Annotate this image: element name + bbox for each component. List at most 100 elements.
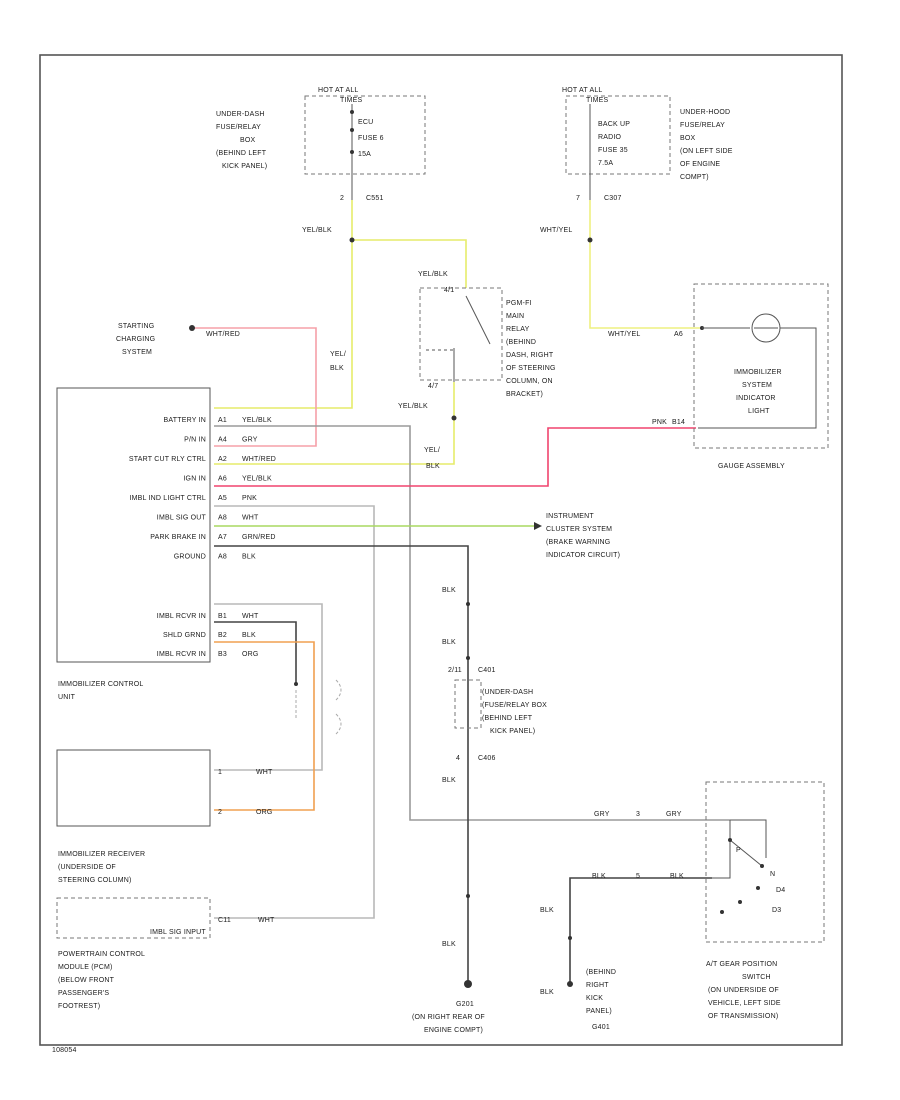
ud2-1: (UNDER-DASH <box>482 689 533 696</box>
blk-label-3: BLK <box>442 777 456 784</box>
gauge-assembly-label: GAUGE ASSEMBLY <box>718 463 785 470</box>
ecu-fuse-box <box>304 95 426 175</box>
underhood-5: OF ENGINE <box>680 161 720 168</box>
yel-blk-ign-splice <box>451 415 457 421</box>
imm-pin-number: A2 <box>218 456 227 463</box>
blk-dot-3 <box>466 894 470 898</box>
blk-label-7: BLK <box>540 907 554 914</box>
c406-label: C406 <box>478 755 496 762</box>
pgm-5: DASH, RIGHT <box>506 352 554 359</box>
wire-pnk <box>214 427 696 487</box>
imm-pin-number: A5 <box>218 495 227 502</box>
at-switch-arm <box>729 839 763 867</box>
blk-label-5: BLK <box>592 873 606 880</box>
pgm-7: COLUMN, ON <box>506 378 553 385</box>
at-contact-2 <box>760 864 764 868</box>
pgm-4: (BEHIND <box>506 339 536 346</box>
pgm-switch-arm <box>465 295 491 345</box>
underhood-1: UNDER-HOOD <box>680 109 730 116</box>
imm-pin-number: A4 <box>218 437 227 444</box>
at-3: (ON UNDERSIDE OF <box>708 987 779 994</box>
inst-4: INDICATOR CIRCUIT) <box>546 552 620 559</box>
blk-label-4: BLK <box>442 941 456 948</box>
ud2-2: (FUSE/RELAY BOX <box>482 702 547 709</box>
blk-dot-2 <box>466 656 470 660</box>
sw-p: P <box>736 847 741 854</box>
backup-2: RADIO <box>598 134 622 141</box>
c401-label: C401 <box>478 667 496 674</box>
backup-3: FUSE 35 <box>598 147 628 154</box>
blk-label-1: BLK <box>442 587 456 594</box>
c307-label: C307 <box>604 195 622 202</box>
gauge-4: LIGHT <box>748 408 770 415</box>
pgm-1: PGM-FI <box>506 300 532 307</box>
imm-pin-name: P/N IN <box>184 437 206 444</box>
yel-label-2: BLK <box>330 365 344 372</box>
underhood-4: (ON LEFT SIDE <box>680 148 733 155</box>
ecu-fuse-dot-2 <box>350 128 354 132</box>
ecu-fuse-dot-3 <box>350 150 354 154</box>
shield-loop <box>295 679 342 735</box>
c307-pin: 7 <box>576 195 580 202</box>
g401-1: (BEHIND <box>586 969 616 976</box>
underhood-6: COMPT) <box>680 174 709 181</box>
blk-label-2: BLK <box>442 639 456 646</box>
ecu-fuse-label-1: ECU <box>358 119 373 126</box>
pcm-4: PASSENGER'S <box>58 990 109 997</box>
g201-dot <box>464 980 472 988</box>
g401-dot <box>567 981 573 987</box>
rcvr-org: ORG <box>256 809 273 816</box>
blk-at-dot <box>568 936 572 940</box>
wire-wht-red <box>192 327 317 447</box>
grn-red-arrow <box>534 522 542 530</box>
imm-wire-color: ORG <box>242 651 259 658</box>
imm-pin-name: IMBL RCVR IN <box>157 613 206 620</box>
pcm-in: IMBL SIG INPUT <box>150 929 206 936</box>
pcm-pin: C11 <box>218 917 231 924</box>
g201-label: G201 <box>456 1001 474 1008</box>
imm-pin-name: IMBL SIG OUT <box>157 515 207 522</box>
yel-label-1: YEL/ <box>330 351 346 358</box>
wire-blk-at <box>569 877 712 984</box>
pcm-unit-2: UNIT <box>58 694 76 701</box>
yel-blk-label-1: YEL/BLK <box>302 227 332 234</box>
imm-wire-color: YEL/BLK <box>242 476 272 483</box>
pgm-3: RELAY <box>506 326 530 333</box>
underhood-3: BOX <box>680 135 696 142</box>
at-2: SWITCH <box>742 974 771 981</box>
pcm-wht: WHT <box>258 917 275 924</box>
rcvr-wht: WHT <box>256 769 273 776</box>
gauge-pnk: PNK <box>652 419 667 426</box>
imm-pin-number: A7 <box>218 534 227 541</box>
pgm-2: MAIN <box>506 313 524 320</box>
yel-blk-label-3: YEL/BLK <box>398 403 428 410</box>
underdash-1: UNDER-DASH <box>216 111 265 118</box>
gauge-pin: B14 <box>672 419 685 426</box>
blk-label-8: BLK <box>540 989 554 996</box>
pcm-1: POWERTRAIN CONTROL <box>58 951 145 958</box>
rcvr-3: STEERING COLUMN) <box>58 877 132 884</box>
gauge-return <box>698 327 817 429</box>
pcm-box <box>56 897 211 939</box>
yel-label-4: BLK <box>426 463 440 470</box>
inst-1: INSTRUMENT <box>546 513 594 520</box>
at-5: OF TRANSMISSION) <box>708 1013 778 1020</box>
imm-pin-number: A8 <box>218 554 227 561</box>
underdash-2: FUSE/RELAY <box>216 124 261 131</box>
at-4: VEHICLE, LEFT SIDE <box>708 1000 781 1007</box>
at-switch-box <box>705 781 825 943</box>
gauge-3: INDICATOR <box>736 395 776 402</box>
imm-pin-number: A8 <box>218 515 227 522</box>
imm-pin-name: START CUT RLY CTRL <box>129 456 206 463</box>
c551-pin: 2 <box>340 195 344 202</box>
pcm-3: (BELOW FRONT <box>58 977 115 984</box>
inst-2: CLUSTER SYSTEM <box>546 526 612 533</box>
gry-label-1: GRY <box>594 811 610 818</box>
g401-label: G401 <box>592 1024 610 1031</box>
blk-label-6: BLK <box>670 873 684 880</box>
imm-pin-number: A6 <box>218 476 227 483</box>
imm-wire-color: PNK <box>242 495 257 502</box>
underdash-3: BOX <box>240 137 256 144</box>
